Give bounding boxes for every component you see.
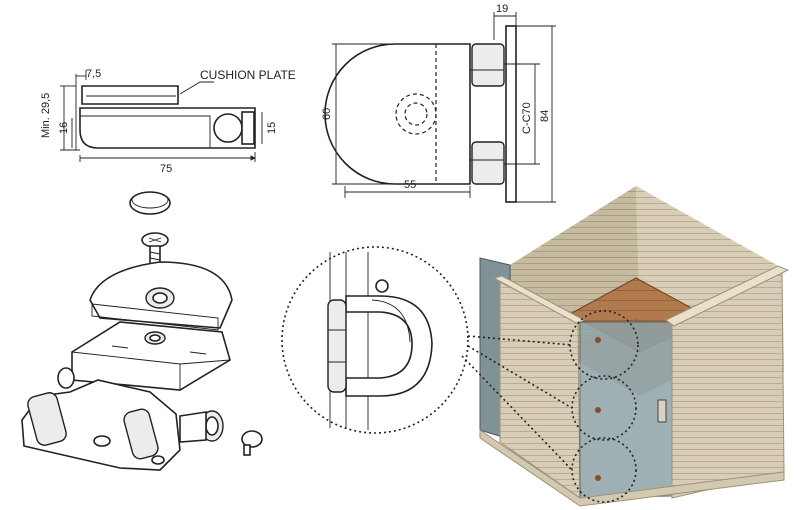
cushion-plate-callout: CUSHION PLATE	[200, 68, 296, 82]
dim-15: 15	[266, 122, 278, 134]
dim-84: 84	[539, 110, 551, 122]
dim-7-5: 7,5	[86, 68, 101, 80]
dim-c-c70: C-C70	[521, 102, 533, 134]
dim-75: 75	[160, 163, 172, 175]
top-view-drawing: 19 60 C-C70 84 55	[321, 3, 556, 203]
dim-min-29-5: Min. 29,5	[40, 93, 52, 138]
detail-circle	[281, 246, 469, 434]
exploded-view-drawing	[21, 191, 263, 471]
side-view-drawing: 7,5 CUSHION PLATE Min. 29,5 16 15 75	[40, 68, 296, 175]
dim-55: 55	[404, 179, 416, 191]
dim-19: 19	[496, 3, 508, 15]
sauna-illustration	[461, 186, 790, 507]
dim-16: 16	[58, 122, 70, 134]
dim-60: 60	[321, 108, 333, 120]
